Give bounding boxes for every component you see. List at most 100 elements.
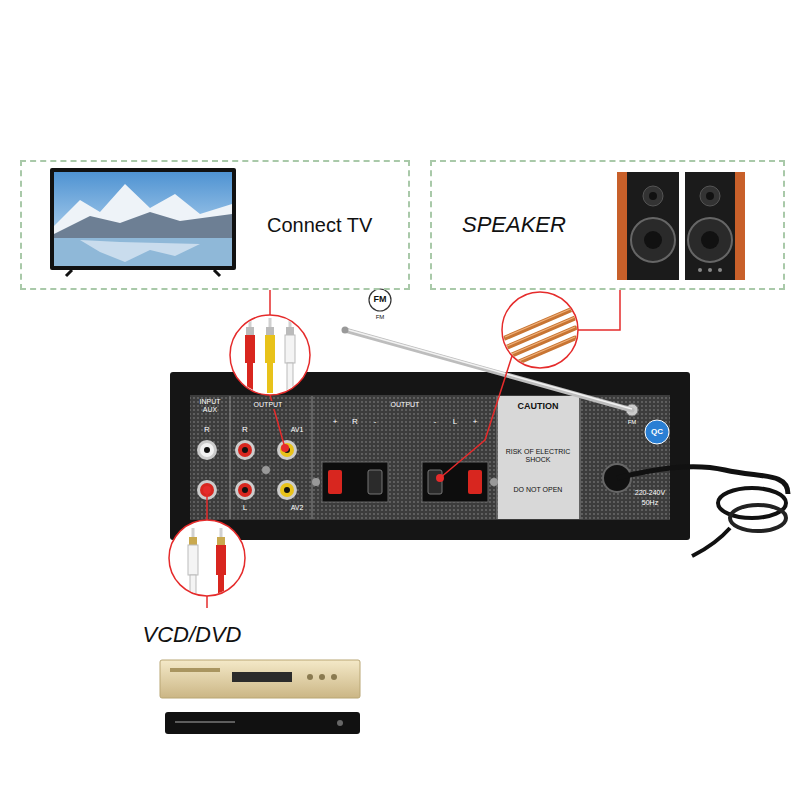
knob	[698, 268, 702, 272]
callout-circle	[169, 520, 245, 596]
rca-jack	[277, 480, 297, 500]
speaker-illustration	[617, 172, 745, 280]
box-label: SPEAKER	[462, 212, 566, 237]
polarity-label: +	[473, 418, 478, 427]
speaker-terminal	[322, 462, 388, 502]
antenna-rod	[345, 330, 632, 410]
tweeter	[643, 186, 663, 206]
voltage-label: 220-240V	[635, 489, 665, 497]
vcd-player	[160, 660, 360, 698]
port-label: AV1	[291, 426, 304, 434]
rca-jack-hole	[242, 487, 248, 493]
plug-collar	[189, 537, 197, 545]
dvd-player	[165, 712, 360, 734]
tv-screen	[54, 172, 232, 266]
rca-jack-hole	[204, 447, 210, 453]
fm-icon-text: FM	[374, 295, 387, 305]
plug-body	[285, 335, 295, 363]
qc-sticker	[645, 420, 669, 444]
disc-tray	[170, 668, 220, 672]
plug-body	[245, 335, 255, 363]
leader-line	[269, 290, 271, 315]
fm-caption: FM	[376, 314, 385, 321]
plug-cable	[247, 363, 253, 393]
plug-pin	[269, 318, 272, 328]
display	[232, 672, 292, 682]
dashed-box: SPEAKER	[430, 160, 785, 290]
caution-panel	[498, 396, 579, 519]
antenna	[342, 289, 633, 410]
polarity-label: -	[374, 418, 377, 427]
woofer	[631, 218, 675, 262]
rca-jack	[277, 440, 297, 460]
tv-frame	[50, 168, 236, 270]
button	[319, 674, 325, 680]
plug-pin	[220, 528, 223, 538]
plug-pin	[289, 318, 292, 328]
callout-circle	[230, 315, 310, 395]
plug-collar	[286, 327, 294, 335]
tv-stand	[66, 270, 220, 276]
terminal-button	[368, 470, 382, 494]
screw	[262, 466, 270, 474]
polarity-label: +	[333, 418, 338, 427]
plug-collar	[266, 327, 274, 335]
knob	[708, 268, 712, 272]
rca-jack	[235, 480, 255, 500]
rca-jack-ring	[238, 443, 252, 457]
device-label: VCD/DVD	[142, 623, 241, 647]
plug-cable	[267, 363, 273, 393]
rca-jack-ring	[200, 443, 214, 457]
rca-jack	[197, 440, 217, 460]
screw	[490, 478, 498, 486]
dvd-players	[160, 660, 360, 734]
wood-side	[617, 172, 627, 280]
plug-body	[188, 545, 198, 575]
warning-title: CAUTION	[500, 402, 576, 412]
channel-label: R	[242, 426, 248, 435]
plug-cable	[287, 363, 293, 393]
rca-jack	[235, 440, 255, 460]
section-label: OUTPUT	[252, 401, 285, 409]
antenna-label: FM	[628, 419, 637, 426]
button	[331, 674, 337, 680]
rca-jack-hole	[284, 487, 290, 493]
button	[307, 674, 313, 680]
tweeter	[700, 186, 720, 206]
rca-callout	[230, 290, 310, 452]
rca-plugs	[245, 318, 295, 393]
callout-circle	[502, 292, 578, 368]
plug-body	[216, 545, 226, 575]
wood-side	[735, 172, 745, 280]
wire-callout	[436, 290, 620, 482]
warning-text: RISK OF ELECTRIC SHOCK	[501, 448, 575, 463]
channel-label: L	[243, 504, 247, 513]
leader-line	[578, 290, 620, 330]
speaker-front	[685, 172, 735, 280]
terminal-button	[428, 470, 442, 494]
amplifier	[170, 372, 690, 540]
rca-jack-ring	[280, 483, 294, 497]
disc-tray	[175, 721, 235, 723]
rca-jack-hole	[242, 447, 248, 453]
reflection	[80, 240, 200, 262]
speaker-terminal	[422, 462, 488, 502]
channel-label: R	[352, 418, 358, 427]
tweeter-dome	[706, 192, 714, 200]
leader-line	[206, 490, 208, 520]
leader-dot	[281, 444, 289, 452]
plug-body	[265, 335, 275, 363]
port-label: INPUT AUX	[195, 398, 225, 413]
wire-strands	[505, 307, 575, 367]
woofer	[688, 218, 732, 262]
section-label: OUTPUT	[391, 401, 420, 409]
lake	[54, 238, 232, 266]
cord-coil	[730, 505, 786, 531]
terminal-button	[328, 470, 342, 494]
rca-plugs	[188, 528, 226, 600]
antenna-tip	[342, 327, 349, 334]
frequency-label: 50Hz	[642, 499, 658, 507]
screw	[312, 478, 320, 486]
